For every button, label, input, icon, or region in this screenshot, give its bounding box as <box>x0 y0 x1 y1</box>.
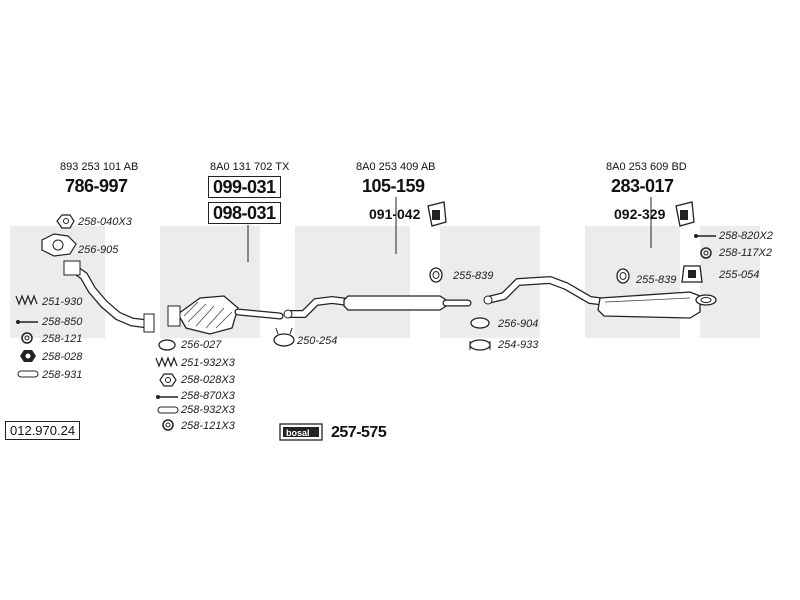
rubber-mount-icon <box>616 268 630 284</box>
part-label-256-905: 256-905 <box>78 244 119 256</box>
nut-icon <box>159 373 177 387</box>
kit-part-number: 257-575 <box>331 424 387 441</box>
clamp-icon <box>157 406 179 414</box>
diagram-reference-box: 012.970.24 <box>5 421 81 440</box>
part-label-256-904: 256-904 <box>498 318 539 330</box>
part-label-258-117x2: 258-117X2 <box>719 247 773 259</box>
watermark-block <box>700 226 760 338</box>
part-label-258-121x3: 258-121X3 <box>181 420 235 432</box>
part-number-rear-silencer: 283-017 <box>611 176 674 196</box>
part-label-258-932x3: 258-932X3 <box>181 404 235 416</box>
part-label-258-870x3: 258-870X3 <box>181 390 235 402</box>
gasket-icon <box>158 339 176 351</box>
gasket-icon <box>41 233 77 257</box>
part-label-258-121: 258-121 <box>42 333 83 345</box>
washer-icon <box>162 419 174 431</box>
part-label-255-839-b: 255-839 <box>636 274 677 286</box>
bosal-logo-text: bosal <box>286 428 310 438</box>
oem-number-middle-silencer: 8A0 253 409 AB <box>356 161 436 173</box>
part-label-258-040x3: 258-040X3 <box>78 216 132 228</box>
rear-silencer <box>597 291 701 319</box>
clamp-icon <box>273 333 295 347</box>
part-number-catalyst-2: 098-031 <box>208 202 281 224</box>
oem-number-rear-silencer: 8A0 253 609 BD <box>606 161 687 173</box>
part-label-258-850: 258-850 <box>42 316 83 328</box>
part-number-front-pipe: 786-997 <box>65 176 128 196</box>
oem-number-front-pipe: 893 253 101 AB <box>60 161 139 173</box>
washer-icon <box>21 332 33 344</box>
part-label-250-254: 250-254 <box>297 335 338 347</box>
watermark-block <box>295 226 410 338</box>
clamp-icon <box>469 339 491 351</box>
part-number-rear-bracket: 092-329 <box>614 206 666 222</box>
part-label-255-839-a: 255-839 <box>453 270 494 282</box>
gasket-icon <box>470 317 490 329</box>
part-label-251-932x3: 251-932X3 <box>181 357 235 369</box>
oem-number-catalyst: 8A0 131 702 TX <box>210 161 290 173</box>
part-label-251-930: 251-930 <box>42 296 83 308</box>
part-number-middle-bracket: 091-042 <box>369 206 421 222</box>
watermark-block <box>585 226 680 338</box>
spring-icon <box>155 356 178 368</box>
part-number-catalyst-1: 099-031 <box>208 176 281 198</box>
part-label-254-933: 254-933 <box>498 339 539 351</box>
part-label-258-028x3: 258-028X3 <box>181 374 235 386</box>
part-label-258-028: 258-028 <box>42 351 83 363</box>
clamp-icon <box>17 370 39 378</box>
rubber-mount-icon <box>429 267 443 283</box>
part-label-258-931: 258-931 <box>42 369 83 381</box>
washer-icon <box>700 247 712 259</box>
part-label-258-820x2: 258-820X2 <box>719 230 773 242</box>
part-label-255-054: 255-054 <box>719 269 760 281</box>
spring-icon <box>15 294 38 306</box>
catalytic-converter <box>177 295 239 335</box>
middle-silencer <box>343 295 447 311</box>
part-number-middle-silencer: 105-159 <box>362 176 425 196</box>
nut-icon <box>56 214 75 229</box>
part-label-256-027: 256-027 <box>181 339 222 351</box>
